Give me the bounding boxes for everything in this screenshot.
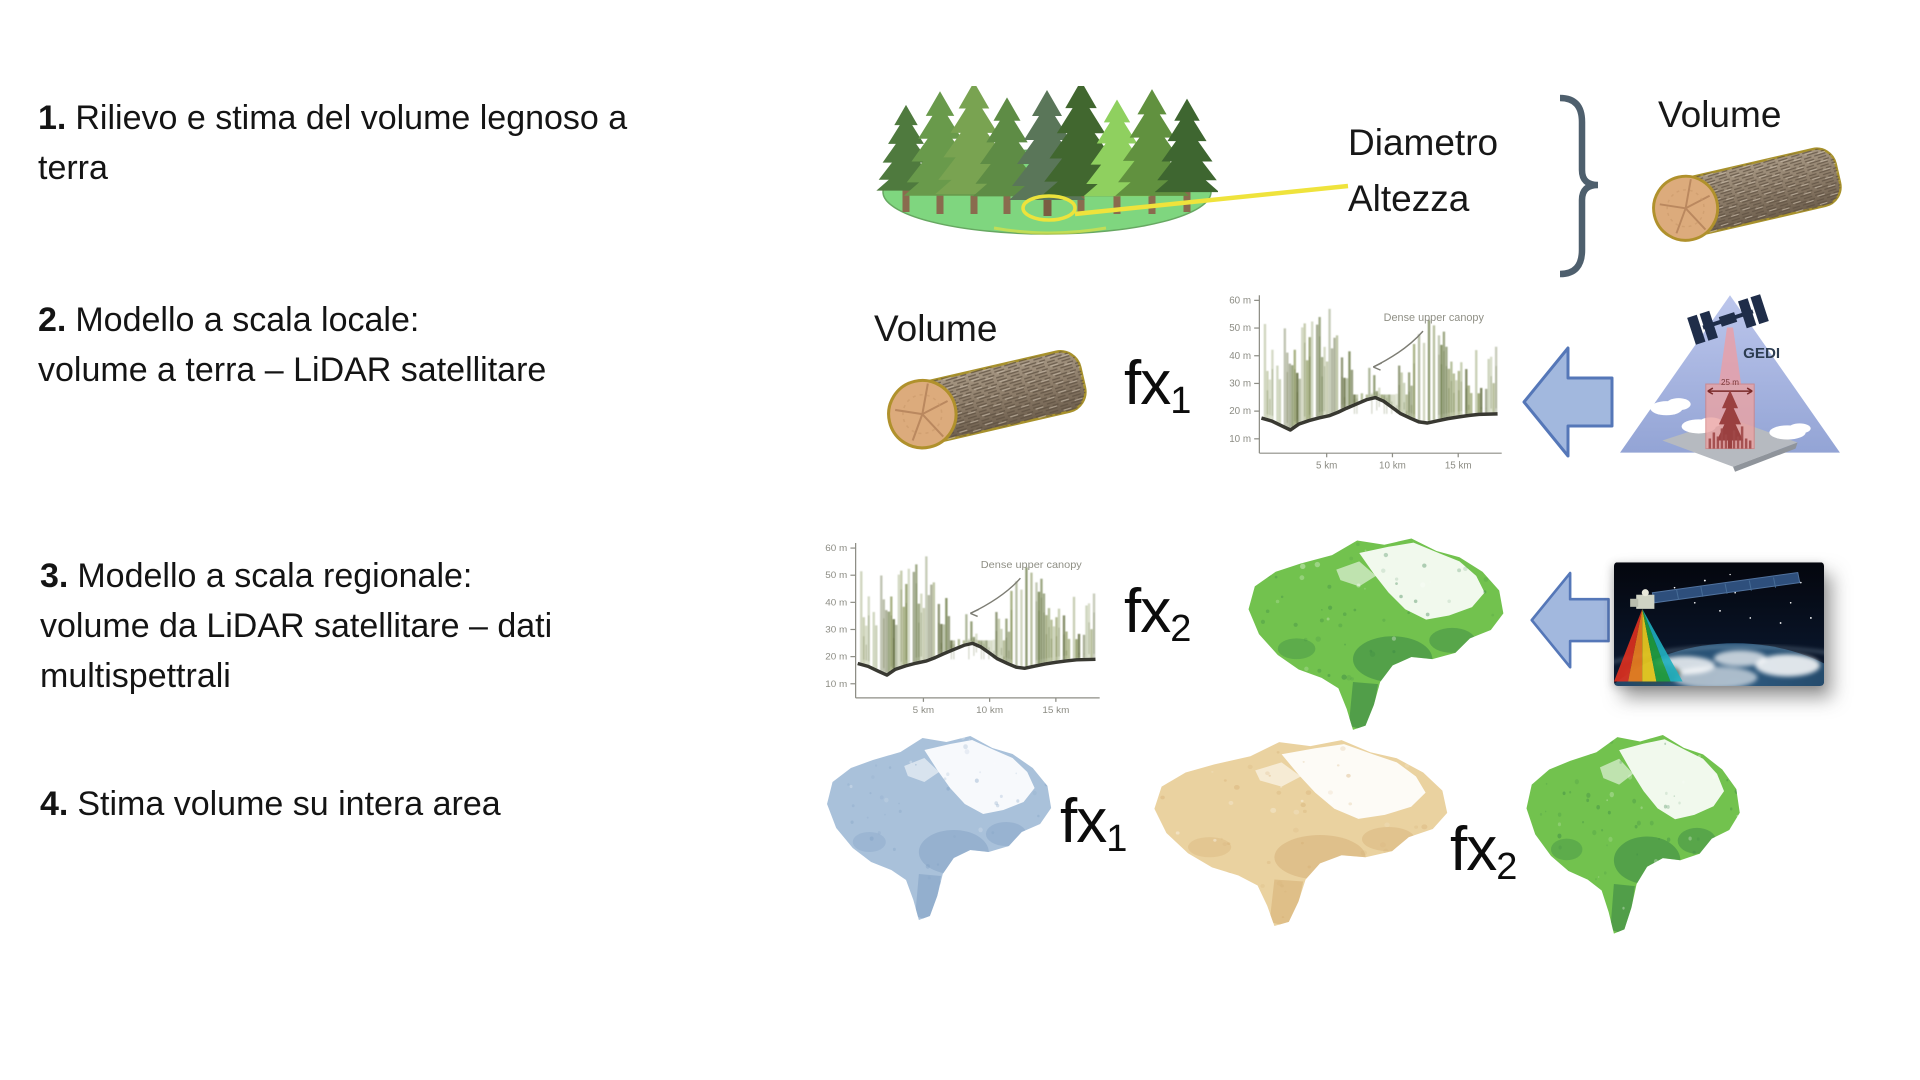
fx2-formula-row4: fx2 bbox=[1450, 814, 1518, 889]
svg-text:15 km: 15 km bbox=[1445, 461, 1472, 472]
map-snow-patch bbox=[924, 740, 1035, 814]
svg-text:5 km: 5 km bbox=[913, 705, 934, 716]
gedi-label: GEDI bbox=[1743, 345, 1780, 362]
svg-text:20 m: 20 m bbox=[825, 652, 847, 663]
plot-highlight-arc bbox=[993, 226, 1107, 235]
svg-text:10 km: 10 km bbox=[1379, 461, 1406, 472]
step-1-number: 1. bbox=[38, 99, 67, 137]
svg-text:60 m: 60 m bbox=[825, 543, 847, 554]
fx-base: fx bbox=[1124, 349, 1171, 418]
label-volume-row2: Volume bbox=[874, 308, 998, 349]
fx1-formula-row4: fx1 bbox=[1060, 786, 1128, 861]
canopy-tick-labels: 60 m 50 m 40 m 30 m 20 m 10 m 5 km 10 km 15 km bbox=[1229, 295, 1471, 471]
fx-base: fx bbox=[1124, 577, 1171, 646]
waveform-spikes bbox=[1708, 426, 1752, 449]
left-arrow-row2 bbox=[1522, 346, 1614, 458]
svg-text:15 km: 15 km bbox=[1042, 705, 1069, 716]
brace-icon bbox=[1559, 94, 1599, 278]
fx2-formula-row3: fx2 bbox=[1124, 576, 1192, 651]
canopy-baseline bbox=[857, 641, 1096, 677]
fx-subscript: 1 bbox=[1106, 818, 1128, 861]
canopy-annotation-arrow bbox=[970, 577, 1021, 615]
fx-base: fx bbox=[1060, 787, 1107, 856]
fx-subscript: 2 bbox=[1170, 608, 1192, 651]
svg-text:5 km: 5 km bbox=[1316, 461, 1337, 472]
canopy-axes bbox=[850, 543, 1100, 702]
canopy-annotation: Dense upper canopy bbox=[981, 559, 1083, 571]
volume-map-tan-row4 bbox=[1140, 728, 1464, 930]
landsat-satellite-icon bbox=[1630, 571, 1801, 609]
iss-satellite-icon bbox=[1687, 294, 1769, 345]
step-2-number: 2. bbox=[38, 301, 67, 339]
volume-map-green-row4 bbox=[1516, 722, 1752, 938]
svg-text:30 m: 30 m bbox=[825, 625, 847, 636]
log-icon-row2 bbox=[887, 350, 1087, 450]
svg-text:10 m: 10 m bbox=[1229, 434, 1251, 445]
canopy-annotation-arrow bbox=[1372, 330, 1424, 368]
svg-text:20 m: 20 m bbox=[1229, 406, 1251, 417]
step-3-line2: volume da LiDAR satellitare – dati bbox=[40, 606, 553, 645]
fx-base: fx bbox=[1450, 815, 1497, 884]
svg-text:10 m: 10 m bbox=[825, 679, 847, 690]
canopy-streaks bbox=[1263, 308, 1498, 429]
svg-text:50 m: 50 m bbox=[825, 570, 847, 581]
footprint-width-label: 25 m bbox=[1721, 378, 1739, 387]
step-2-line2: volume a terra – LiDAR satellitare bbox=[38, 350, 547, 389]
svg-text:30 m: 30 m bbox=[1229, 379, 1251, 390]
canopy-profile-chart-row2: 60 m 50 m 40 m 30 m 20 m 10 m 5 km 10 km 15 km De… bbox=[1220, 286, 1510, 486]
fx-subscript: 1 bbox=[1170, 380, 1192, 423]
svg-text:40 m: 40 m bbox=[1229, 351, 1251, 362]
tree-trunks bbox=[902, 182, 1191, 216]
label-volume-row1: Volume bbox=[1658, 94, 1782, 135]
volume-map-blue-row4 bbox=[816, 724, 1064, 924]
forest-plot-icon bbox=[876, 86, 1218, 235]
waveform-tree bbox=[1716, 390, 1744, 449]
sample-tree-highlight-circle bbox=[1021, 194, 1077, 222]
map-snow-patch bbox=[1281, 744, 1426, 819]
step-3-line1: Modello a scala regionale: bbox=[77, 557, 473, 595]
multispectral-satellite-photo bbox=[1614, 562, 1824, 686]
step-4-number: 4. bbox=[40, 785, 69, 823]
laser-beam-cone bbox=[1718, 327, 1742, 385]
volume-map-green-row3 bbox=[1236, 526, 1518, 734]
step-4-text: 4.Stima volume su intera area bbox=[40, 780, 740, 830]
step-4-line1: Stima volume su intera area bbox=[77, 785, 501, 823]
step-3-text: 3.Modello a scala regionale: volume da L… bbox=[40, 552, 740, 702]
step-3-line3: multispettrali bbox=[40, 656, 231, 695]
canopy-annotation: Dense upper canopy bbox=[1384, 312, 1485, 324]
step-1-line1: Rilievo e stima del volume legnoso a bbox=[75, 99, 628, 137]
canopy-baseline bbox=[1260, 395, 1498, 432]
canopy-axes bbox=[1254, 295, 1502, 458]
step-1-text: 1.Rilievo e stima del volume legnoso a t… bbox=[38, 94, 698, 194]
step-2-line1: Modello a scala locale: bbox=[75, 301, 420, 339]
svg-text:40 m: 40 m bbox=[825, 598, 847, 609]
yellow-callout-line bbox=[1074, 183, 1349, 217]
step-2-text: 2.Modello a scala locale: volume a terra… bbox=[38, 296, 738, 396]
step-1-line2: terra bbox=[38, 148, 108, 187]
label-diametro: Diametro bbox=[1348, 122, 1499, 163]
canopy-streaks bbox=[860, 556, 1096, 674]
canopy-tick-labels: 60 m 50 m 40 m 30 m 20 m 10 m 5 km 10 km 15 km bbox=[825, 543, 1069, 716]
log-cracks bbox=[1659, 179, 1711, 234]
fx1-formula-row2: fx1 bbox=[1124, 348, 1192, 423]
left-arrow-row3 bbox=[1530, 571, 1610, 669]
map-texture bbox=[827, 736, 1052, 920]
svg-text:50 m: 50 m bbox=[1229, 323, 1251, 334]
canopy-profile-chart-row3: 60 m 50 m 40 m 30 m 20 m 10 m 5 km 10 km 15 km De… bbox=[816, 534, 1108, 730]
map-snow-patch bbox=[1359, 542, 1485, 620]
label-altezza: Altezza bbox=[1348, 178, 1470, 219]
fx-subscript: 2 bbox=[1496, 846, 1518, 889]
svg-text:10 km: 10 km bbox=[976, 705, 1003, 716]
svg-text:60 m: 60 m bbox=[1229, 295, 1251, 306]
step-3-number: 3. bbox=[40, 557, 69, 595]
gedi-satellite-icon: 25 m GEDI bbox=[1620, 294, 1840, 472]
map-snow-patch bbox=[1619, 739, 1725, 820]
log-icon-row1 bbox=[1652, 147, 1842, 242]
